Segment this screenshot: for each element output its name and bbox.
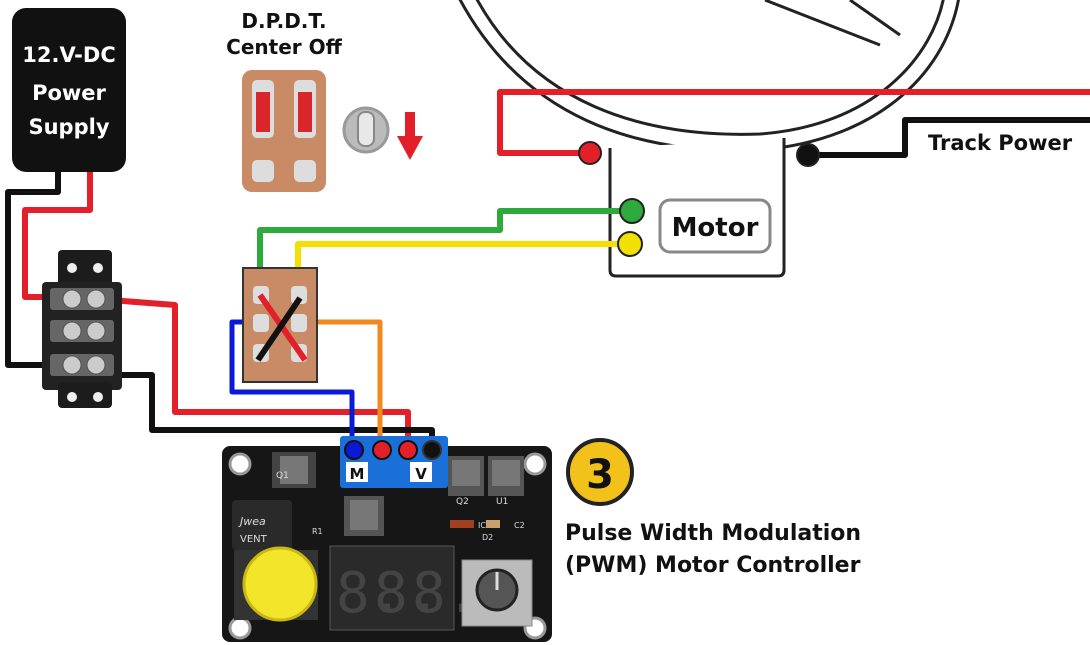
terminal-block xyxy=(42,250,122,408)
block-red-wire xyxy=(107,297,411,453)
dpdt-switch-wiring xyxy=(242,267,318,383)
pcb-label-r1: R1 xyxy=(312,527,323,536)
yellow-wire xyxy=(295,241,633,298)
arrow-down-icon xyxy=(397,112,423,160)
power-supply-line3: Supply xyxy=(28,115,109,139)
step-badge: 3 xyxy=(566,438,634,506)
pcb-label-q2: Q2 xyxy=(456,497,469,507)
step-number: 3 xyxy=(586,452,614,498)
track-black-terminal xyxy=(796,143,820,167)
terminal-label-v: V xyxy=(415,465,427,483)
switch-title-line2: Center Off xyxy=(226,35,342,59)
terminal-red-dot xyxy=(398,440,418,460)
controller-title-line2: (PWM) Motor Controller xyxy=(565,553,861,578)
power-supply-line1: 12.V-DC xyxy=(22,43,116,67)
motor-label-box: Motor xyxy=(658,198,772,254)
track-red-terminal xyxy=(578,141,602,165)
terminal-black-dot xyxy=(422,440,442,460)
pwm-board: Q1 M V Q2 U1 Jwea VENT C2 D2 IC R1 xyxy=(222,436,552,642)
pcb-label-c2: C2 xyxy=(514,521,525,530)
motor-green-terminal xyxy=(619,198,645,224)
pcb-label-q1: Q1 xyxy=(276,471,289,481)
orange-wire xyxy=(297,319,383,453)
connection-points xyxy=(578,141,820,257)
pcb-label-brand: Jwea xyxy=(238,515,266,528)
psu-red-wire xyxy=(22,169,93,300)
green-wire xyxy=(257,208,635,298)
pcb-label-u1: U1 xyxy=(496,497,508,507)
pcb-label-vent: VENT xyxy=(240,534,268,545)
track-power-label: Track Power xyxy=(928,131,1073,155)
track-black-wire xyxy=(805,117,1090,158)
terminal-orange-dot xyxy=(372,440,392,460)
track-red-wire xyxy=(497,89,1090,156)
pcb-label-ic: IC xyxy=(478,521,486,530)
terminal-label-m: M xyxy=(350,465,365,483)
motor-label: Motor xyxy=(672,213,759,243)
toggle-lever-icon xyxy=(342,106,390,154)
terminal-blue-dot xyxy=(344,440,364,460)
pushbutton xyxy=(242,546,318,622)
blue-wire xyxy=(229,319,355,453)
display-digit-1: 8. xyxy=(336,561,403,626)
switch-title-line1: D.P.D.T. xyxy=(241,9,326,33)
power-supply-line2: Power xyxy=(32,81,106,105)
controller-title-line1: Pulse Width Modulation xyxy=(565,521,861,546)
psu-black-wire xyxy=(5,169,68,368)
pcb-label-d2: D2 xyxy=(482,533,493,542)
power-supply: 12.V-DC Power Supply xyxy=(12,8,126,172)
display-digit-2: 8. xyxy=(374,561,441,626)
dpdt-switch-icon xyxy=(242,70,326,192)
motor-yellow-terminal xyxy=(617,231,643,257)
